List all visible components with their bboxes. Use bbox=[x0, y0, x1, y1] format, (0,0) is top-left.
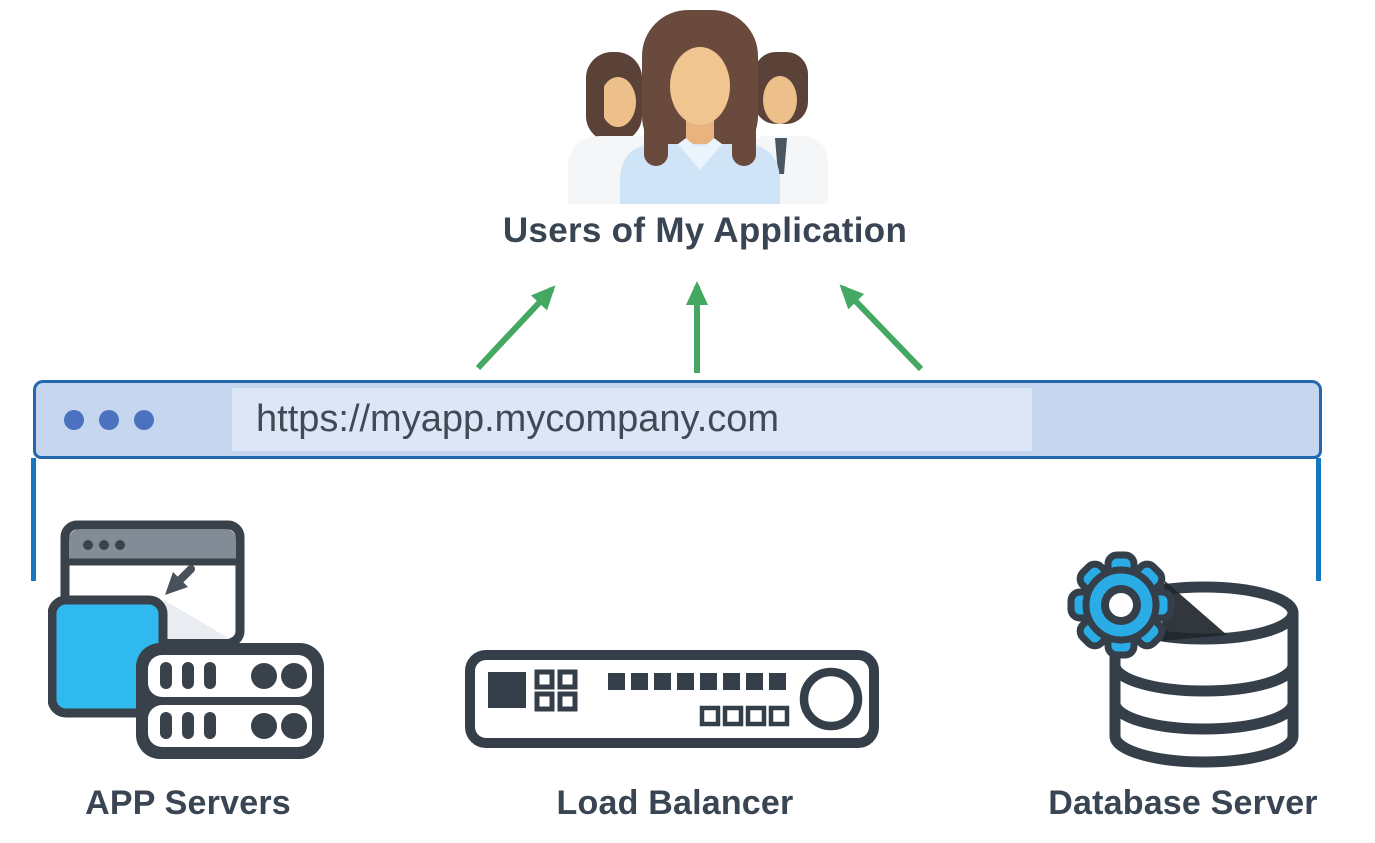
gear-shadow bbox=[1161, 581, 1227, 641]
led-grid bbox=[534, 669, 578, 712]
window-control-dots bbox=[64, 409, 154, 430]
app-servers-icon bbox=[48, 520, 324, 759]
window-dot bbox=[99, 409, 119, 430]
user-center bbox=[620, 10, 780, 204]
up-left-arrow-icon bbox=[839, 284, 924, 372]
url-field[interactable]: https://myapp.mycompany.com bbox=[232, 388, 1032, 451]
server-stack-icon bbox=[136, 643, 324, 759]
up-right-arrow-icon bbox=[475, 285, 556, 371]
window-dot bbox=[134, 409, 154, 430]
database-server-icon bbox=[1067, 551, 1299, 768]
dial-icon bbox=[799, 667, 863, 731]
window-dot bbox=[64, 409, 84, 430]
resize-arrow-icon bbox=[165, 565, 195, 595]
tie bbox=[775, 138, 787, 174]
gear-icon bbox=[1067, 551, 1175, 659]
port-row-lower bbox=[699, 705, 790, 727]
port-row bbox=[608, 673, 786, 690]
users-group-icon bbox=[568, 10, 828, 204]
node-label-app-servers: APP Servers bbox=[85, 784, 291, 822]
browser-bar: https://myapp.mycompany.com bbox=[33, 380, 1322, 459]
connector-line-left bbox=[31, 458, 36, 581]
database-cylinder-icon bbox=[1109, 581, 1299, 768]
node-label-load-balancer: Load Balancer bbox=[556, 784, 794, 822]
connector-line-right bbox=[1316, 458, 1321, 581]
users-caption: Users of My Application bbox=[502, 211, 908, 250]
url-text: https://myapp.mycompany.com bbox=[256, 398, 780, 440]
node-label-database-server: Database Server bbox=[1048, 784, 1318, 822]
load-balancer-icon bbox=[465, 650, 879, 748]
